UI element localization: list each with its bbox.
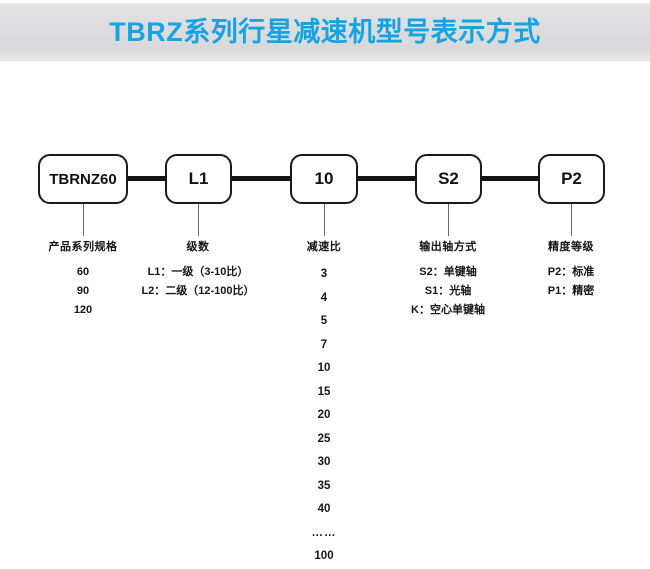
legend-item: 15 bbox=[317, 385, 331, 398]
connector-line-4 bbox=[482, 176, 538, 181]
legend-item: P2：标准 bbox=[547, 266, 595, 278]
drop-line-precision bbox=[571, 204, 572, 236]
code-box-precision-label: P2 bbox=[561, 169, 582, 188]
code-box-series-label: TBRNZ60 bbox=[49, 170, 117, 188]
model-code-diagram: TBRNZ60 L1 10 S2 P2 产品系列规格 60 90 120 级数 … bbox=[0, 62, 650, 562]
code-box-stage[interactable]: L1 bbox=[165, 154, 232, 204]
code-box-shaft[interactable]: S2 bbox=[415, 154, 482, 204]
legend-item: L2：二级（12-100比） bbox=[141, 285, 255, 297]
legend-item: 3 bbox=[320, 268, 328, 280]
drop-line-stage bbox=[198, 204, 199, 236]
legend-item: 7 bbox=[320, 338, 328, 351]
page-title: TBRZ系列行星减速机型号表示方式 bbox=[109, 17, 541, 47]
connector-line-3 bbox=[358, 176, 415, 181]
legend-item: 60 bbox=[76, 266, 90, 278]
legend-item: 10 bbox=[317, 362, 331, 374]
code-box-shaft-label: S2 bbox=[438, 169, 459, 188]
legend-item: 90 bbox=[76, 285, 90, 297]
legend-item: 25 bbox=[317, 432, 331, 445]
legend-item: 30 bbox=[317, 456, 331, 468]
legend-column-precision: 精度等级 P2：标准 P1：精密 bbox=[521, 238, 621, 301]
legend-item: K：空心单键轴 bbox=[411, 304, 485, 316]
legend-column-series: 产品系列规格 60 90 120 bbox=[23, 238, 143, 320]
legend-head-ratio: 减速比 bbox=[306, 241, 342, 253]
legend-item: 40 bbox=[317, 503, 331, 515]
legend-item: 20 bbox=[317, 409, 331, 421]
legend-column-shaft: 输出轴方式 S2：单键轴 S1：光轴 K：空心单键轴 bbox=[388, 238, 508, 320]
legend-item: S2：单键轴 bbox=[419, 266, 477, 278]
code-box-stage-label: L1 bbox=[188, 169, 209, 188]
legend-column-ratio: 减速比 3 4 5 7 10 15 20 25 30 35 40 …… 100 bbox=[274, 238, 374, 569]
code-box-precision[interactable]: P2 bbox=[538, 154, 605, 204]
legend-head-shaft: 输出轴方式 bbox=[419, 241, 477, 253]
legend-item: S1：光轴 bbox=[424, 285, 472, 297]
legend-head-stage: 级数 bbox=[186, 241, 210, 253]
code-box-ratio-label: 10 bbox=[314, 169, 334, 188]
connector-line-1 bbox=[128, 176, 165, 181]
legend-head-series: 产品系列规格 bbox=[48, 241, 118, 253]
legend-item: 5 bbox=[320, 315, 328, 327]
legend-head-precision: 精度等级 bbox=[548, 241, 594, 253]
legend-item: 100 bbox=[314, 550, 334, 562]
drop-line-shaft bbox=[448, 204, 449, 236]
legend-item: 35 bbox=[317, 479, 331, 492]
legend-item: 4 bbox=[320, 291, 328, 304]
legend-item: P1：精密 bbox=[547, 285, 595, 297]
legend-item: 120 bbox=[73, 304, 93, 316]
title-bar: TBRZ系列行星减速机型号表示方式 bbox=[0, 3, 650, 62]
drop-line-series bbox=[83, 204, 84, 236]
code-box-series[interactable]: TBRNZ60 bbox=[38, 154, 128, 204]
connector-line-2 bbox=[232, 176, 290, 181]
legend-item-ellipsis: …… bbox=[311, 526, 337, 539]
legend-item: L1：一级（3-10比） bbox=[147, 266, 249, 278]
drop-line-ratio bbox=[324, 204, 325, 236]
legend-column-stage: 级数 L1：一级（3-10比） L2：二级（12-100比） bbox=[118, 238, 278, 301]
code-box-ratio[interactable]: 10 bbox=[290, 154, 358, 204]
